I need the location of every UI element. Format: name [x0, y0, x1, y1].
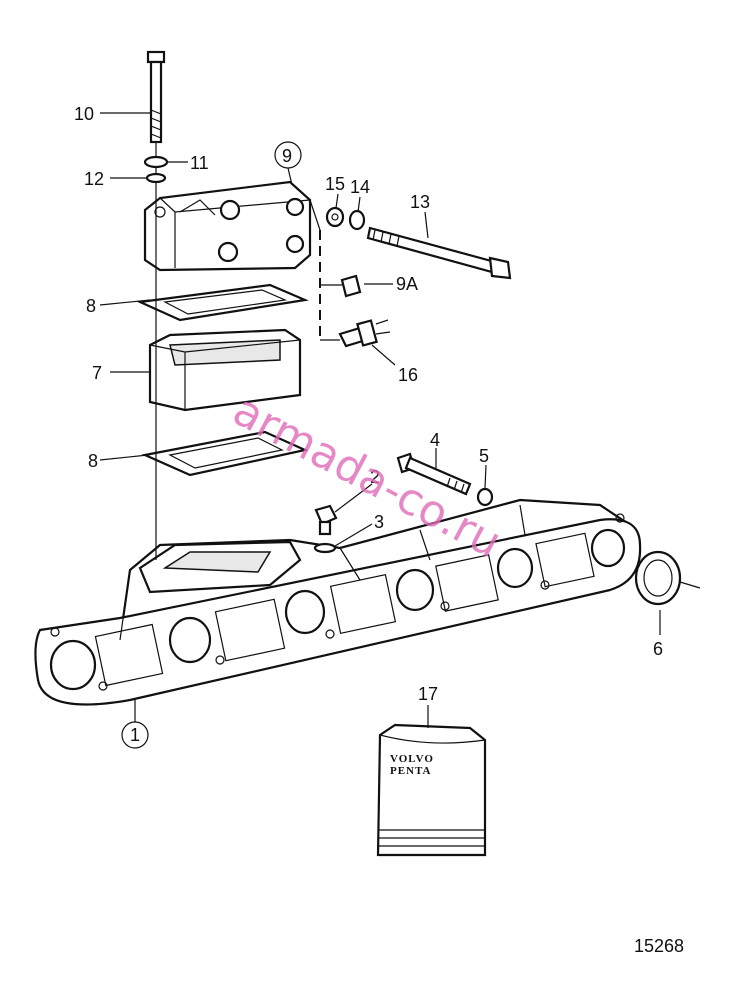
connector-dashed-line	[309, 199, 342, 341]
callout-circle-9	[274, 141, 302, 169]
washer-upper	[143, 155, 169, 169]
callout-6: 6	[653, 639, 663, 659]
exhaust-manifold	[34, 498, 642, 706]
callout-8-lower: 8	[88, 451, 98, 471]
callout-9a: 9A	[396, 274, 418, 294]
callout-9: 9	[282, 146, 292, 166]
callout-3: 3	[374, 512, 384, 532]
drain-plug	[314, 504, 338, 536]
callout-14: 14	[350, 177, 370, 197]
washer-lower	[145, 172, 167, 184]
instruction-manual	[376, 723, 487, 857]
callout-4: 4	[430, 430, 440, 450]
sealing-ring	[634, 550, 682, 606]
manifold-washer	[476, 487, 494, 507]
callout-5: 5	[479, 446, 489, 466]
side-bolt	[366, 226, 512, 280]
callout-17: 17	[418, 684, 438, 704]
manual-label-line1: VOLVO	[390, 753, 434, 765]
side-washer	[348, 209, 366, 231]
side-nut	[325, 206, 345, 228]
leader-lines	[99, 112, 701, 728]
callout-16: 16	[398, 365, 418, 385]
callout-11: 11	[190, 153, 209, 173]
callout-8-upper: 8	[86, 296, 96, 316]
long-bolt	[146, 50, 166, 560]
upper-gasket	[136, 283, 309, 322]
callout-1: 1	[130, 725, 140, 745]
cover-housing	[143, 180, 312, 272]
callout-10: 10	[74, 104, 94, 124]
manifold-bolt	[396, 452, 472, 496]
callout-12: 12	[84, 169, 104, 189]
callout-7: 7	[92, 363, 102, 383]
plug	[340, 274, 362, 298]
callout-13: 13	[410, 192, 430, 212]
callout-circle-1	[121, 721, 149, 749]
callout-15: 15	[325, 174, 345, 194]
spacer-block	[148, 328, 302, 412]
callout-2: 2	[370, 467, 380, 487]
temperature-sensor	[338, 319, 391, 348]
lower-gasket	[141, 430, 309, 477]
manual-label-line2: PENTA	[390, 765, 431, 777]
drain-washer	[313, 542, 337, 554]
drawing-number: 15268	[634, 936, 684, 956]
